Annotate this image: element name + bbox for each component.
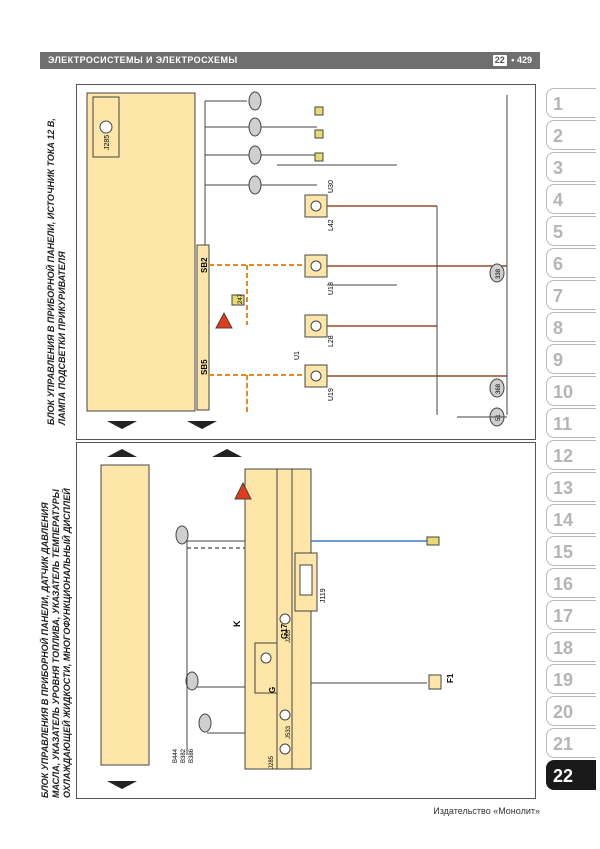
gauge-unit [254,642,278,694]
arrow-down-icon [187,421,217,429]
g17-label: G17 [280,623,289,639]
display-screen-icon [299,564,313,596]
arrow-up-icon [107,449,137,457]
chapter-tab-9[interactable]: 9 [546,344,596,374]
page-header: ЭЛЕКТРОСИСТЕМЫ И ЭЛЕКТРОСХЕМЫ 22 • 429 [40,52,540,69]
diagram-top-title-line2: ЛАМПА ПОДСВЕТКИ ПРИКУРИВАТЕЛЯ [57,251,67,425]
g368-label: 368 [496,383,502,394]
j285c-label: J285 [269,755,275,769]
j285-module [244,468,312,770]
ground-368-badge [489,378,505,398]
sb5-label: SB5 [200,359,209,375]
section-title: ЭЛЕКТРОСИСТЕМЫ И ЭЛЕКТРОСХЕМЫ [48,55,238,65]
diagram-bottom-title-line3: ОХЛАЖДАЮЩЕЙ ЖИДКОСТИ, МНОГОФУНКЦИОНАЛЬНЫ… [62,488,72,798]
connection-badge [248,175,262,195]
chapter-tab-7[interactable]: 7 [546,280,596,310]
ground-symbol-icon [99,120,113,134]
chapter-badge: 22 [492,55,507,66]
chapter-tab-20[interactable]: 20 [546,696,596,726]
j285-label: J285 [104,135,111,150]
pressure-sensor-f1 [428,674,442,690]
diagram-bottom-title-line2: МАСЛА, УКАЗАТЕЛЬ УРОВНЯ ТОПЛИВА, УКАЗАТЕ… [51,489,61,798]
l42-label: L42 [328,219,335,231]
lamp-icon [310,320,322,332]
chapter-tab-16[interactable]: 16 [546,568,596,598]
diagram-top-title-line1: БЛОК УПРАВЛЕНИЯ В ПРИБОРНОЙ ПАНЕЛИ, ИСТО… [46,118,56,425]
connection-badge [198,713,212,733]
chapter-tab-18[interactable]: 18 [546,632,596,662]
chapter-tab-14[interactable]: 14 [546,504,596,534]
chapter-tab-2[interactable]: 2 [546,120,596,150]
lamp-icon [310,260,322,272]
chapter-tab-1[interactable]: 1 [546,88,596,118]
arrow-up-icon [212,449,242,457]
lamp-icon [310,200,322,212]
connection-badge [185,671,199,691]
connector-icon [314,129,324,139]
connector-icon [426,536,440,546]
chapter-tab-21[interactable]: 21 [546,728,596,758]
g-label: G [268,687,277,693]
u1-label: U1 [294,351,301,360]
chapter-tab-3[interactable]: 3 [546,152,596,182]
lamp-icon [310,370,322,382]
chapter-tab-5[interactable]: 5 [546,216,596,246]
page-number: 22 • 429 [492,52,532,69]
chapter-tab-13[interactable]: 13 [546,472,596,502]
chapter-tab-15[interactable]: 15 [546,536,596,566]
diagram-bottom-title-line1: БЛОК УПРАВЛЕНИЯ В ПРИБОРНОЙ ПАНЕЛИ, ДАТЧ… [40,502,50,798]
page-separator: • [511,55,515,65]
connection-badge [248,145,262,165]
diagram-top-title: БЛОК УПРАВЛЕНИЯ В ПРИБОРНОЙ ПАНЕЛИ, ИСТО… [46,118,68,425]
sb2-label: SB2 [200,257,209,273]
instrument-cluster-block [100,464,150,766]
g338-label: 338 [496,268,502,279]
ground-symbol-icon [279,613,291,625]
u30-label: U30 [328,180,335,193]
b386-label: B386 [189,748,195,763]
gauge-icon [260,652,272,664]
warning-icon [215,311,233,329]
j119-label: J119 [320,588,327,603]
chapter-tab-10[interactable]: 10 [546,376,596,406]
diagram-top-svg: J285 SB2 SB5 U30 L42 U18 L28 [86,91,508,429]
chapter-tab-8[interactable]: 8 [546,312,596,342]
diagram-bottom-svg: J119 G G17 K J285 J533 J285 F1 B444 B382… [100,449,455,789]
l28-label: L28 [328,335,335,347]
diagram-bottom-frame: J119 G G17 K J285 J533 J285 F1 B444 B382… [76,442,536,799]
connection-badge [175,525,189,545]
chapter-tab-12[interactable]: 12 [546,440,596,470]
chapter-tab-22[interactable]: 22 [546,760,596,790]
b444-label: B444 [173,748,179,763]
ground-338-badge [489,263,505,283]
j533-label: J533 [286,725,292,739]
chapter-tab-19[interactable]: 19 [546,664,596,694]
fuse-strip [196,244,210,411]
connection-badge [248,91,262,111]
connection-badge [248,117,262,137]
component-247 [231,294,245,306]
k-label: K [232,620,242,627]
b247-label: 247 [238,293,244,304]
diagram-top-frame: J285 SB2 SB5 U30 L42 U18 L28 [76,84,536,440]
j285a-label: J285 [286,629,292,643]
chapter-tab-17[interactable]: 17 [546,600,596,630]
ground-symbol-icon [279,709,291,721]
page-number-value: 429 [516,55,532,65]
diagram-bottom-title: БЛОК УПРАВЛЕНИЯ В ПРИБОРНОЙ ПАНЕЛИ, ДАТЧ… [40,488,73,798]
f1-label: F1 [446,673,455,683]
publisher-footer: Издательство «Монолит» [433,806,540,816]
connector-icon [314,106,324,116]
ground-symbol-icon [279,743,291,755]
arrow-down-icon [107,421,137,429]
chapter-tab-6[interactable]: 6 [546,248,596,278]
warning-icon [234,481,252,500]
connector-icon [314,152,324,162]
u18-label: U18 [328,282,335,295]
arrow-down-icon [107,781,137,789]
u19-label: U19 [328,388,335,401]
chapter-tab-4[interactable]: 4 [546,184,596,214]
chapter-tab-11[interactable]: 11 [546,408,596,438]
b382-label: B382 [181,748,187,763]
